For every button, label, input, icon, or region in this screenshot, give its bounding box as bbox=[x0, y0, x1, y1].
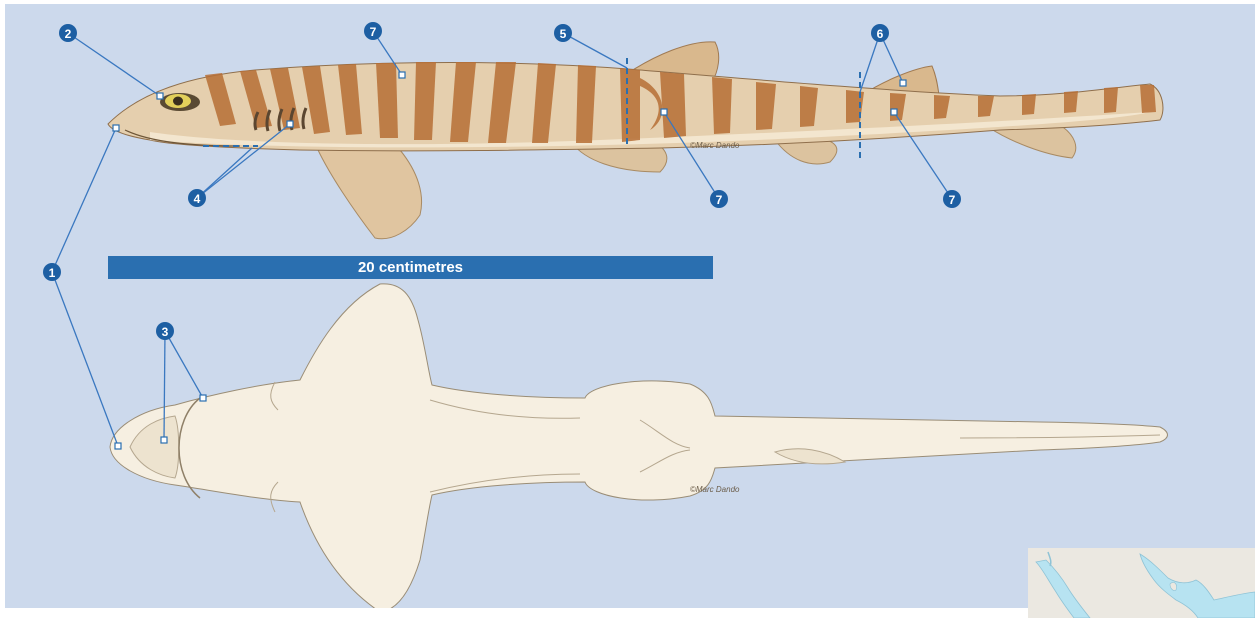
scale-bar: 20 centimetres bbox=[108, 256, 713, 279]
distribution-inset-map bbox=[1028, 548, 1255, 618]
callout-7-mid: 7 bbox=[710, 190, 728, 208]
callout-1: 1 bbox=[43, 263, 61, 281]
svg-text:4: 4 bbox=[194, 192, 201, 206]
callout-7-tail: 7 bbox=[943, 190, 961, 208]
svg-text:3: 3 bbox=[162, 325, 169, 339]
callout-5: 5 bbox=[554, 24, 572, 42]
callout-7-head: 7 bbox=[364, 22, 382, 40]
svg-text:5: 5 bbox=[560, 27, 567, 41]
svg-text:7: 7 bbox=[370, 25, 377, 39]
svg-text:7: 7 bbox=[949, 193, 956, 207]
svg-text:2: 2 bbox=[65, 27, 72, 41]
callout-4: 4 bbox=[188, 189, 206, 207]
callout-6: 6 bbox=[871, 24, 889, 42]
callout-2: 2 bbox=[59, 24, 77, 42]
svg-text:7: 7 bbox=[716, 193, 723, 207]
svg-text:6: 6 bbox=[877, 27, 884, 41]
eye bbox=[160, 93, 200, 111]
svg-text:1: 1 bbox=[49, 266, 56, 280]
illustrator-credit-lateral: ©Marc Dando bbox=[690, 141, 740, 150]
illustrator-credit-ventral: ©Marc Dando bbox=[690, 485, 740, 494]
callout-3: 3 bbox=[156, 322, 174, 340]
shark-illustration-plate: ©Marc Dando ©Marc Dando bbox=[5, 4, 1255, 608]
